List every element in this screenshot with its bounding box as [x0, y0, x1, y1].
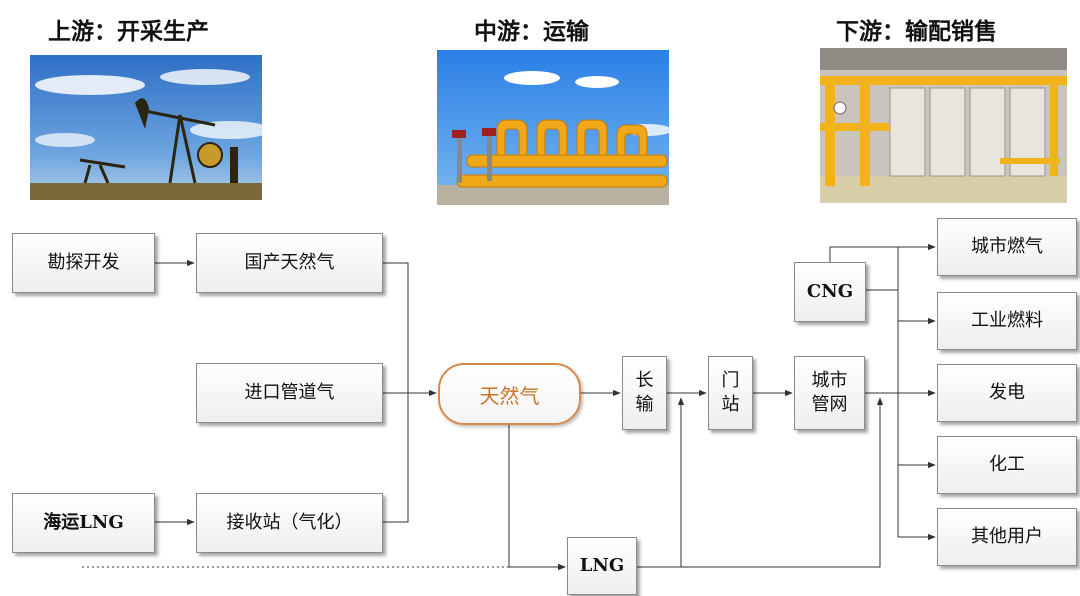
node-city-gas: 城市燃气 — [937, 218, 1077, 276]
midstream-header: 中游：运输 — [474, 18, 589, 45]
node-gate-station: 门 站 — [708, 356, 753, 430]
node-city-network: 城市 管网 — [794, 356, 865, 430]
node-other-users: 其他用户 — [937, 508, 1077, 566]
distribution-photo — [820, 48, 1067, 203]
node-pipeline-import: 进口管道气 — [196, 363, 383, 423]
node-receiving-station: 接收站（气化） — [196, 493, 383, 553]
edge-cng-top — [829, 243, 936, 263]
edge-cng-right — [866, 289, 936, 325]
oilfield-photo — [30, 55, 262, 200]
edge-lng-citynetwork — [681, 397, 884, 568]
node-industrial-fuel: 工业燃料 — [937, 292, 1077, 350]
node-long-distance: 长 输 — [622, 356, 667, 430]
node-power-generation: 发电 — [937, 364, 1077, 422]
node-lng: LNG — [567, 537, 637, 595]
node-cng: CNG — [794, 262, 866, 322]
pipeline-photo — [437, 50, 669, 205]
edge-naturalgas-lng — [508, 425, 566, 571]
upstream-header: 上游：开采生产 — [48, 18, 209, 45]
node-shipped-lng: 海运LNG — [12, 493, 155, 553]
node-exploration: 勘探开发 — [12, 233, 155, 293]
downstream-header: 下游：输配销售 — [836, 18, 997, 45]
node-domestic-gas: 国产天然气 — [196, 233, 383, 293]
node-natural-gas: 天然气 — [438, 363, 581, 425]
node-chemical: 化工 — [937, 436, 1077, 494]
